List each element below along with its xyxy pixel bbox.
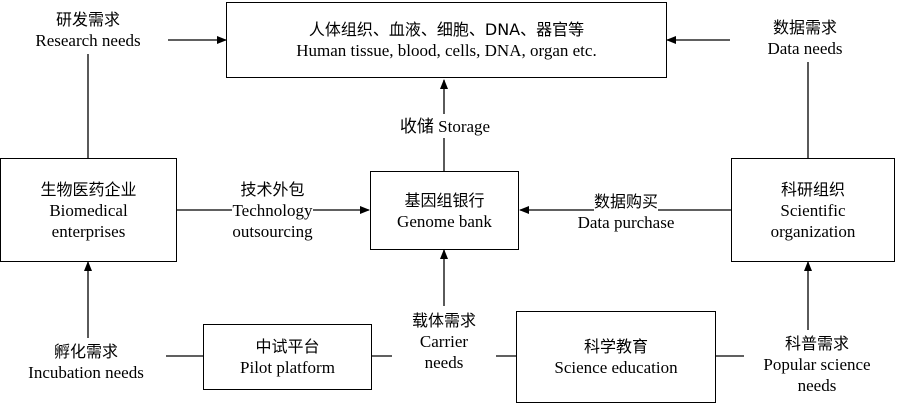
label-carrier-needs-zh: 载体需求 xyxy=(411,310,476,330)
label-carrier-needs-en1: Carrier xyxy=(419,331,469,351)
label-technology-outsourcing: 技术外包 Technology outsourcing xyxy=(205,176,340,244)
label-data-purchase: 数据购买 Data purchase xyxy=(558,188,694,236)
node-sample-types: 人体组织、血液、细胞、DNA、器官等 Human tissue, blood, … xyxy=(226,2,667,78)
node-biomedical-en2: enterprises xyxy=(51,221,126,241)
node-genome-bank: 基因组银行 Genome bank xyxy=(370,171,519,250)
node-science-education: 科学教育 Science education xyxy=(516,311,716,403)
node-genome-bank-en: Genome bank xyxy=(397,211,492,231)
label-data-purchase-en: Data purchase xyxy=(577,212,675,233)
node-pilot-zh: 中试平台 xyxy=(255,337,320,356)
label-tech-outsourcing-en2: outsourcing xyxy=(232,220,313,242)
label-data-needs: 数据需求 Data needs xyxy=(730,14,880,62)
node-sample-types-en: Human tissue, blood, cells, DNA, organ e… xyxy=(296,41,597,60)
label-incubation-needs-zh: 孵化需求 xyxy=(53,342,118,361)
label-popular-science-needs: 科普需求 Popular science needs xyxy=(744,330,890,398)
label-incubation-needs: 孵化需求 Incubation needs xyxy=(6,338,166,386)
label-popular-science-en1: Popular science xyxy=(763,354,871,374)
node-scientific-en2: organization xyxy=(770,221,856,241)
node-pilot-platform: 中试平台 Pilot platform xyxy=(203,324,372,390)
label-tech-outsourcing-en1: Technology xyxy=(232,199,313,221)
node-biomedical-en1: Biomedical xyxy=(49,200,128,220)
label-carrier-needs: 载体需求 Carrier needs xyxy=(392,306,496,376)
label-research-needs: 研发需求 Research needs xyxy=(8,6,168,54)
node-scientific-zh: 科研组织 xyxy=(780,179,845,199)
label-research-needs-en: Research needs xyxy=(35,31,141,50)
label-popular-science-zh: 科普需求 xyxy=(784,333,849,353)
node-biomedical-enterprises: 生物医药企业 Biomedical enterprises xyxy=(0,158,177,262)
label-storage: 收储 Storage xyxy=(376,114,514,138)
node-scientific-en1: Scientific xyxy=(780,200,846,220)
edge-research-needs xyxy=(87,36,227,158)
node-pilot-en: Pilot platform xyxy=(240,358,335,377)
node-science-edu-zh: 科学教育 xyxy=(583,337,648,356)
node-scientific-organization: 科研组织 Scientific organization xyxy=(731,158,895,262)
label-carrier-needs-en2: needs xyxy=(424,352,464,372)
label-data-purchase-zh: 数据购买 xyxy=(593,191,658,212)
label-data-needs-zh: 数据需求 xyxy=(772,18,837,37)
node-biomedical-zh: 生物医药企业 xyxy=(40,179,137,199)
label-data-needs-en: Data needs xyxy=(767,39,843,58)
label-research-needs-zh: 研发需求 xyxy=(55,10,120,29)
node-sample-types-zh: 人体组织、血液、细胞、DNA、器官等 xyxy=(308,20,585,39)
label-tech-outsourcing-zh: 技术外包 xyxy=(240,178,305,200)
node-genome-bank-zh: 基因组银行 xyxy=(404,190,485,210)
label-storage-text: 收储 Storage xyxy=(399,116,491,136)
label-popular-science-en2: needs xyxy=(797,375,837,395)
node-science-edu-en: Science education xyxy=(554,358,678,377)
label-incubation-needs-en: Incubation needs xyxy=(28,363,144,382)
